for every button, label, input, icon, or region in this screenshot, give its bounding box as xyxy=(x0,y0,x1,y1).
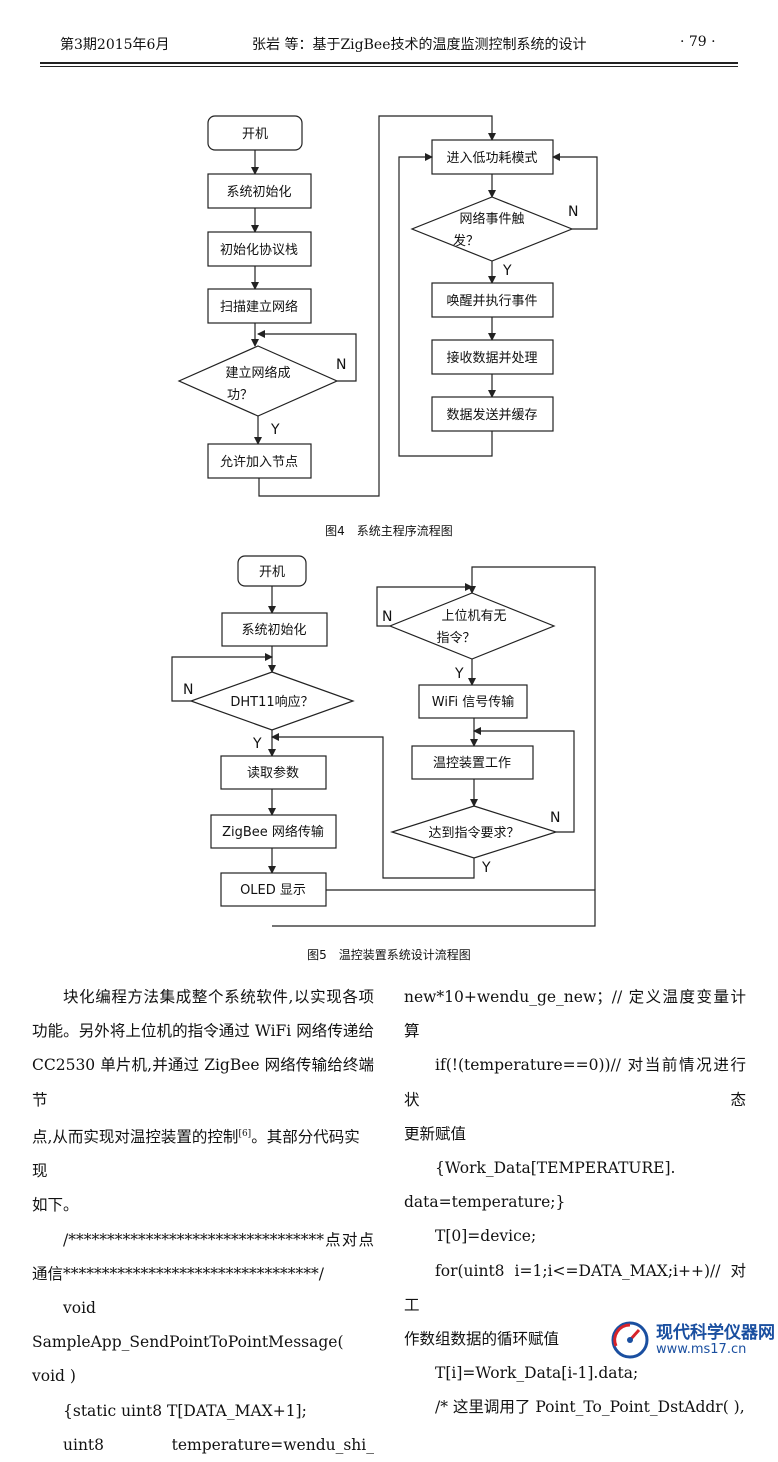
fig4-network-ok-line2: 功？ xyxy=(227,388,253,403)
left-line-5: 如下。 xyxy=(32,1196,79,1215)
fig4-scan-box xyxy=(207,288,312,324)
fig4-allow-label: 允许加入节点 xyxy=(220,454,298,470)
fig5-outer-loop xyxy=(468,566,596,890)
fig5-start-label: 开机 xyxy=(259,565,285,580)
fig5-zigbee-box xyxy=(210,814,337,849)
figure-5-flowchart: 开机 系统初始化 DHT11响应？ N Y 读取参数 ZigBee 网络传输 O… xyxy=(171,555,596,927)
right-line-8: 作数组数据的循环赋值 xyxy=(404,1330,560,1349)
left-line-2: 功能。另外将上位机的指令通过 WiFi 网络传递给 xyxy=(32,1022,374,1041)
fig5-reach-label: 达到指令要求？ xyxy=(428,826,519,841)
figure-5-caption: 图5 温控装置系统设计流程图 xyxy=(307,948,471,962)
fig4-wake-label: 唤醒并执行事件 xyxy=(446,294,537,309)
fig5-dht-no-loop xyxy=(171,653,273,702)
fig5-reach-no-label: N xyxy=(550,810,560,826)
right-line-2: if(!(temperature==0))// 对当前情况进行状态 xyxy=(404,1056,746,1109)
right-line-5: data=temperature;} xyxy=(404,1193,566,1212)
fig4-event-line2: 发？ xyxy=(453,233,479,249)
fig4-send-box xyxy=(431,396,554,432)
left-line-7: 通信*********************************/ xyxy=(32,1264,324,1283)
journal-issue: 第3期2015年6月 xyxy=(60,37,170,53)
fig5-oled-exit xyxy=(272,889,596,927)
fig5-read-label: 读取参数 xyxy=(247,765,299,781)
fig4-init-label: 系统初始化 xyxy=(226,185,291,200)
right-line-6: T[0]=device; xyxy=(435,1227,537,1246)
fig5-dht-label: DHT11响应？ xyxy=(230,694,313,710)
right-line-7: for(uint8 i=1;i<=DATA_MAX;i++)// 对工 xyxy=(404,1261,746,1314)
fig4-recv-label: 接收数据并处理 xyxy=(446,350,537,366)
watermark-logo: 现代科学仪器网 www.ms17.cn xyxy=(608,1316,775,1362)
fig5-init-label: 系统初始化 xyxy=(241,623,306,638)
fig5-reach-yes-label: Y xyxy=(481,860,491,876)
fig4-yes-label-2: Y xyxy=(502,263,512,279)
page-number: · 79 · xyxy=(680,34,716,50)
fig5-host-no-label: N xyxy=(382,609,392,625)
fig4-no-loop-1 xyxy=(257,330,357,382)
left-line-8: void SampleApp_SendPointToPointMessage( xyxy=(32,1298,344,1352)
article-title-header: 张岩 等：基于ZigBee技术的温度监测控制系统的设计 xyxy=(252,37,587,53)
left-line-10: {static uint8 T[DATA_MAX+1]; xyxy=(63,1401,307,1420)
body-left-column: 块化编程方法集成整个系统软件,以实现各项 功能。另外将上位机的指令通过 WiFi… xyxy=(32,980,374,1462)
right-line-3: 更新赋值 xyxy=(404,1124,467,1143)
right-line-4: {Work_Data[TEMPERATURE]. xyxy=(435,1159,676,1178)
fig5-host-decision xyxy=(388,592,556,660)
fig5-work-label: 温控装置工作 xyxy=(433,756,511,771)
citation-6: [6] xyxy=(238,1128,252,1139)
fig5-wifi-label: WiFi 信号传输 xyxy=(432,694,514,710)
fig4-yes-label-1: Y xyxy=(270,422,280,438)
body-right-column: new*10+wendu_ge_new；// 定义温度变量计算 if(!(tem… xyxy=(404,980,746,1425)
fig4-wake-box xyxy=(431,282,554,318)
watermark-name: 现代科学仪器网 xyxy=(656,1323,775,1343)
fig4-return-loop xyxy=(398,153,493,457)
fig4-init-box xyxy=(207,173,312,209)
fig4-recv-box xyxy=(431,339,554,375)
left-line-11: uint8 temperature=wendu_shi_ xyxy=(63,1435,374,1454)
fig5-reach-no-loop xyxy=(473,727,575,833)
fig4-network-ok-line1: 建立网络成 xyxy=(225,365,290,381)
gauge-icon xyxy=(611,1321,649,1359)
fig5-host-line2: 指令？ xyxy=(436,631,475,646)
fig5-reach-yes-path xyxy=(271,733,475,879)
left-line-3: CC2530 单片机,并通过 ZigBee 网络传输给终端节 xyxy=(32,1056,374,1109)
fig5-host-no-loop xyxy=(376,583,473,627)
right-line-10: /* 这里调用了 Point_To_Point_DstAddr( ), xyxy=(435,1398,745,1417)
fig4-lowpower-label: 进入低功耗模式 xyxy=(446,151,537,166)
left-line-6: /*********************************点对点 xyxy=(63,1230,374,1249)
right-line-1: new*10+wendu_ge_new；// 定义温度变量计算 xyxy=(404,988,746,1041)
fig4-no-loop-2 xyxy=(552,153,598,230)
left-line-9: void ) xyxy=(32,1367,76,1386)
fig4-start-label: 开机 xyxy=(242,127,268,142)
fig4-send-label: 数据发送并缓存 xyxy=(446,407,537,423)
fig5-dht-yes-label: Y xyxy=(252,736,262,752)
fig4-event-line1: 网络事件触 xyxy=(459,211,524,227)
fig5-dht-no-label: N xyxy=(183,682,193,698)
left-line-4: 点,从而实现对温控装置的控制[6]。其部分代码实现 xyxy=(32,1117,374,1189)
fig5-host-yes-label: Y xyxy=(454,666,464,682)
figure-4-flowchart: 开机 系统初始化 初始化协议栈 扫描建立网络 建立网络成 功？ N Y 允许加入… xyxy=(177,115,598,497)
watermark-url: www.ms17.cn xyxy=(656,1342,747,1357)
left-line-1: 块化编程方法集成整个系统软件,以实现各项 xyxy=(63,988,374,1006)
left-line-4a: 点,从而实现对温控装置的控制 xyxy=(32,1127,239,1146)
fig4-scan-label: 扫描建立网络 xyxy=(220,299,298,315)
running-header: 第3期2015年6月 张岩 等：基于ZigBee技术的温度监测控制系统的设计 ·… xyxy=(0,30,778,56)
left-line-4b: 。其部分代码实现 xyxy=(32,1127,360,1181)
fig5-host-line1: 上位机有无 xyxy=(441,609,506,624)
fig4-stack-box xyxy=(207,231,312,267)
header-rule-thick xyxy=(40,62,738,64)
fig4-no-label-2: N xyxy=(568,204,578,220)
fig5-wifi-box xyxy=(418,684,528,719)
fig5-zigbee-label: ZigBee 网络传输 xyxy=(222,824,324,840)
fig5-oled-label: OLED 显示 xyxy=(240,883,306,898)
fig4-connector xyxy=(258,115,496,497)
fig4-no-label-1: N xyxy=(336,357,346,373)
header-rule-thin xyxy=(40,66,738,67)
fig5-work-box xyxy=(411,745,534,780)
fig5-read-box xyxy=(220,755,327,790)
fig5-init-box xyxy=(221,612,328,647)
figure-4-caption: 图4 系统主程序流程图 xyxy=(325,524,453,538)
fig4-stack-label: 初始化协议栈 xyxy=(220,243,298,258)
fig5-oled-box xyxy=(220,872,327,907)
